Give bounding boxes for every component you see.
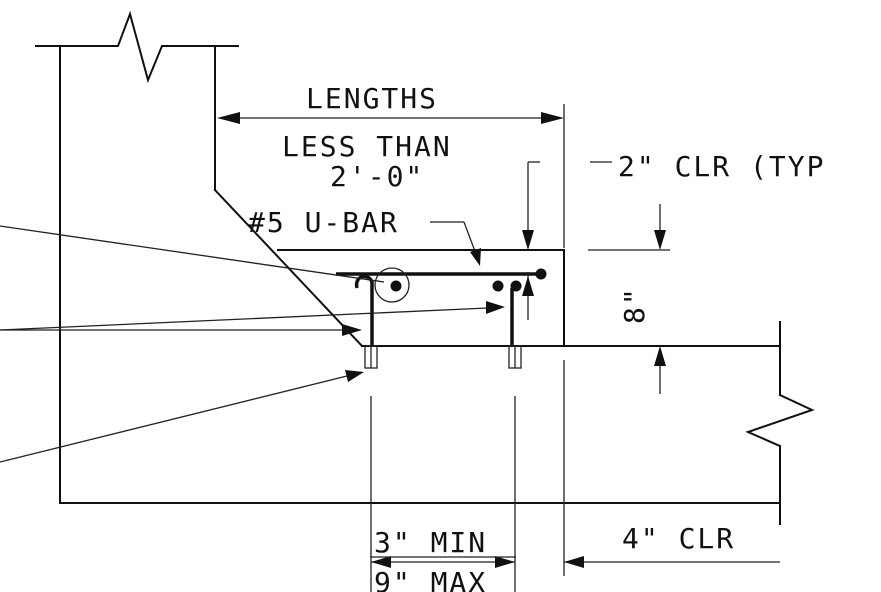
lengths-dimension [217, 104, 565, 248]
lengths-label-line3: 2'-0" [330, 160, 424, 193]
rebar-dot [510, 280, 522, 292]
clear-typ-label: 2" CLR (TYP [618, 150, 825, 183]
u-bar-label: #5 U-BAR [248, 206, 399, 239]
slab-outline [277, 249, 815, 525]
rebar-bars [336, 267, 547, 369]
max-spacing-label: 9" MAX [374, 566, 487, 592]
wall-outline [35, 10, 781, 504]
bottom-clear-label: 4" CLR [622, 522, 735, 555]
rebar-dot [390, 280, 402, 292]
bottom-dimensions [370, 360, 780, 592]
lengths-label-line1: LENGTHS [306, 82, 438, 115]
slab-depth-dimension [588, 204, 670, 394]
lengths-label-line2: LESS THAN [282, 130, 452, 163]
rebar-circle-callout [374, 267, 410, 303]
min-spacing-label: 3" MIN [374, 526, 487, 559]
clear-cover-dimension [522, 161, 540, 320]
slab-depth-label: 8" [618, 286, 651, 324]
leader-lines [0, 221, 505, 463]
u-bar-hook [354, 274, 374, 346]
rebar-dot [535, 268, 547, 280]
rebar-dot [492, 280, 504, 292]
